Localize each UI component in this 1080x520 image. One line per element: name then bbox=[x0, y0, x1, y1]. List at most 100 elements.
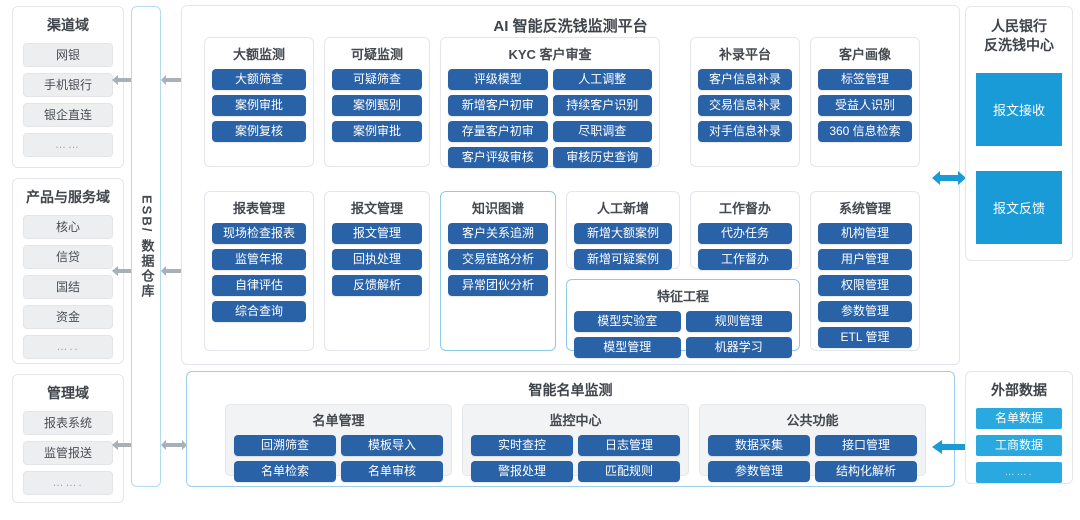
module-button[interactable]: 权限管理 bbox=[818, 275, 912, 296]
domain-box-product-service: 产品与服务域 核心 信贷 国结 资金 ….. bbox=[12, 178, 124, 364]
module-button[interactable]: 客户信息补录 bbox=[698, 69, 792, 90]
module-button[interactable]: 存量客户初审 bbox=[448, 121, 548, 142]
card-system-management: 系统管理 机构管理 用户管理 权限管理 参数管理 ETL 管理 bbox=[810, 191, 920, 351]
module-button[interactable]: 参数管理 bbox=[708, 461, 810, 482]
module-button[interactable]: 回溯筛查 bbox=[234, 435, 336, 456]
module-button[interactable]: 新增可疑案例 bbox=[574, 249, 672, 270]
module-button[interactable]: 代办任务 bbox=[698, 223, 792, 244]
domain-item[interactable]: 银企直连 bbox=[23, 103, 113, 127]
button-group: 可疑筛查 案例甄别 案例审批 bbox=[332, 69, 422, 142]
module-button[interactable]: 数据采集 bbox=[708, 435, 810, 456]
module-button[interactable]: 新增大额案例 bbox=[574, 223, 672, 244]
double-arrow-icon bbox=[112, 266, 142, 276]
module-button[interactable]: 匹配规则 bbox=[578, 461, 680, 482]
right-column: 人民银行 反洗钱中心 报文接收 报文反馈 外部数据 名单数据 工商数据 ……. bbox=[965, 6, 1073, 484]
module-button[interactable]: 警报处理 bbox=[471, 461, 573, 482]
button-group: 大额筛查 案例审批 案例复核 bbox=[212, 69, 306, 142]
module-button[interactable]: 回执处理 bbox=[332, 249, 422, 270]
module-button[interactable]: 大额筛查 bbox=[212, 69, 306, 90]
domain-item[interactable]: 监管报送 bbox=[23, 441, 113, 465]
subcard-list-management: 名单管理 回溯筛查 模板导入 名单检索 名单审核 bbox=[225, 404, 452, 482]
page-title: AI 智能反洗钱监测平台 bbox=[493, 18, 648, 35]
subcard-public-functions: 公共功能 数据采集 接口管理 参数管理 结构化解析 bbox=[699, 404, 926, 482]
external-data-item[interactable]: 名单数据 bbox=[976, 408, 1062, 429]
domain-item[interactable]: 核心 bbox=[23, 215, 113, 239]
module-button[interactable]: 日志管理 bbox=[578, 435, 680, 456]
domain-item[interactable]: 信贷 bbox=[23, 245, 113, 269]
subcard-title: 公共功能 bbox=[786, 413, 839, 428]
message-feedback-box[interactable]: 报文反馈 bbox=[976, 170, 1062, 244]
module-button[interactable]: 持续客户识别 bbox=[552, 95, 652, 116]
module-button[interactable]: 模型管理 bbox=[574, 337, 681, 358]
domain-item[interactable]: 资金 bbox=[23, 305, 113, 329]
module-button[interactable]: 参数管理 bbox=[818, 301, 912, 322]
card-knowledge-graph: 知识图谱 客户关系追溯 交易链路分析 异常团伙分析 bbox=[440, 191, 556, 351]
module-button[interactable]: 新增客户初审 bbox=[448, 95, 548, 116]
module-button[interactable]: 案例甄别 bbox=[332, 95, 422, 116]
module-button[interactable]: 标签管理 bbox=[818, 69, 912, 90]
button-group: 报文管理 回执处理 反馈解析 bbox=[332, 223, 422, 296]
module-button[interactable]: 交易信息补录 bbox=[698, 95, 792, 116]
module-button[interactable]: 现场检查报表 bbox=[212, 223, 306, 244]
esb-label: ESB/ 数据仓库 bbox=[139, 194, 155, 299]
module-button[interactable]: 交易链路分析 bbox=[448, 249, 548, 270]
module-button[interactable]: 机构管理 bbox=[818, 223, 912, 244]
module-button[interactable]: 报文管理 bbox=[332, 223, 422, 244]
card-manual-add: 人工新增 新增大额案例 新增可疑案例 bbox=[566, 191, 680, 270]
card-title: 特征工程 bbox=[656, 289, 709, 304]
button-group: 现场检查报表 监管年报 自律评估 综合查询 bbox=[212, 223, 306, 322]
module-button[interactable]: 综合查询 bbox=[212, 301, 306, 322]
card-title: 知识图谱 bbox=[471, 201, 524, 216]
module-button[interactable]: 审核历史查询 bbox=[552, 147, 652, 168]
card-message-management: 报文管理 报文管理 回执处理 反馈解析 bbox=[324, 191, 430, 351]
card-title: 可疑监测 bbox=[350, 47, 403, 62]
button-group: 机构管理 用户管理 权限管理 参数管理 ETL 管理 bbox=[818, 223, 912, 348]
module-button[interactable]: 受益人识别 bbox=[818, 95, 912, 116]
domain-item[interactable]: 网银 bbox=[23, 43, 113, 67]
domain-item[interactable]: 报表系统 bbox=[23, 411, 113, 435]
module-button[interactable]: 案例审批 bbox=[332, 121, 422, 142]
module-button[interactable]: 结构化解析 bbox=[815, 461, 917, 482]
module-button[interactable]: 案例审批 bbox=[212, 95, 306, 116]
module-button[interactable]: 名单审核 bbox=[341, 461, 443, 482]
module-button[interactable]: 可疑筛查 bbox=[332, 69, 422, 90]
module-button[interactable]: 模板导入 bbox=[341, 435, 443, 456]
module-button[interactable]: 模型实验室 bbox=[574, 311, 681, 332]
module-button[interactable]: 机器学习 bbox=[685, 337, 792, 358]
domain-item[interactable]: 手机银行 bbox=[23, 73, 113, 97]
module-button[interactable]: ETL 管理 bbox=[818, 327, 912, 348]
left-arrow-icon bbox=[932, 440, 966, 454]
module-button[interactable]: 名单检索 bbox=[234, 461, 336, 482]
domain-box-channel: 渠道域 网银 手机银行 银企直连 …… bbox=[12, 6, 124, 168]
button-group: 回溯筛查 模板导入 名单检索 名单审核 bbox=[234, 435, 443, 482]
double-arrow-icon bbox=[161, 266, 187, 276]
module-button[interactable]: 工作督办 bbox=[698, 249, 792, 270]
module-button[interactable]: 实时查控 bbox=[471, 435, 573, 456]
message-receive-box[interactable]: 报文接收 bbox=[976, 72, 1062, 146]
module-button[interactable]: 评级模型 bbox=[448, 69, 548, 90]
module-button[interactable]: 对手信息补录 bbox=[698, 121, 792, 142]
module-button[interactable]: 客户评级审核 bbox=[448, 147, 548, 168]
module-button[interactable]: 接口管理 bbox=[815, 435, 917, 456]
domain-item[interactable]: 国结 bbox=[23, 275, 113, 299]
button-group: 代办任务 工作督办 bbox=[698, 223, 792, 270]
button-group: 数据采集 接口管理 参数管理 结构化解析 bbox=[708, 435, 917, 482]
module-button[interactable]: 反馈解析 bbox=[332, 275, 422, 296]
module-button[interactable]: 异常团伙分析 bbox=[448, 275, 548, 296]
card-work-supervision: 工作督办 代办任务 工作督办 bbox=[690, 191, 800, 270]
module-button[interactable]: 自律评估 bbox=[212, 275, 306, 296]
module-button[interactable]: 360 信息检索 bbox=[818, 121, 912, 142]
module-button[interactable]: 尽职调查 bbox=[552, 121, 652, 142]
module-button[interactable]: 监管年报 bbox=[212, 249, 306, 270]
card-title: 补录平台 bbox=[718, 47, 771, 62]
module-button[interactable]: 案例复核 bbox=[212, 121, 306, 142]
module-button[interactable]: 客户关系追溯 bbox=[448, 223, 548, 244]
module-button[interactable]: 用户管理 bbox=[818, 249, 912, 270]
module-button[interactable]: 规则管理 bbox=[685, 311, 792, 332]
module-button[interactable]: 人工调整 bbox=[552, 69, 652, 90]
domain-title: 产品与服务域 bbox=[26, 189, 110, 205]
button-group: 客户信息补录 交易信息补录 对手信息补录 bbox=[698, 69, 792, 142]
domain-title: 管理域 bbox=[47, 385, 89, 401]
external-data-item[interactable]: 工商数据 bbox=[976, 435, 1062, 456]
